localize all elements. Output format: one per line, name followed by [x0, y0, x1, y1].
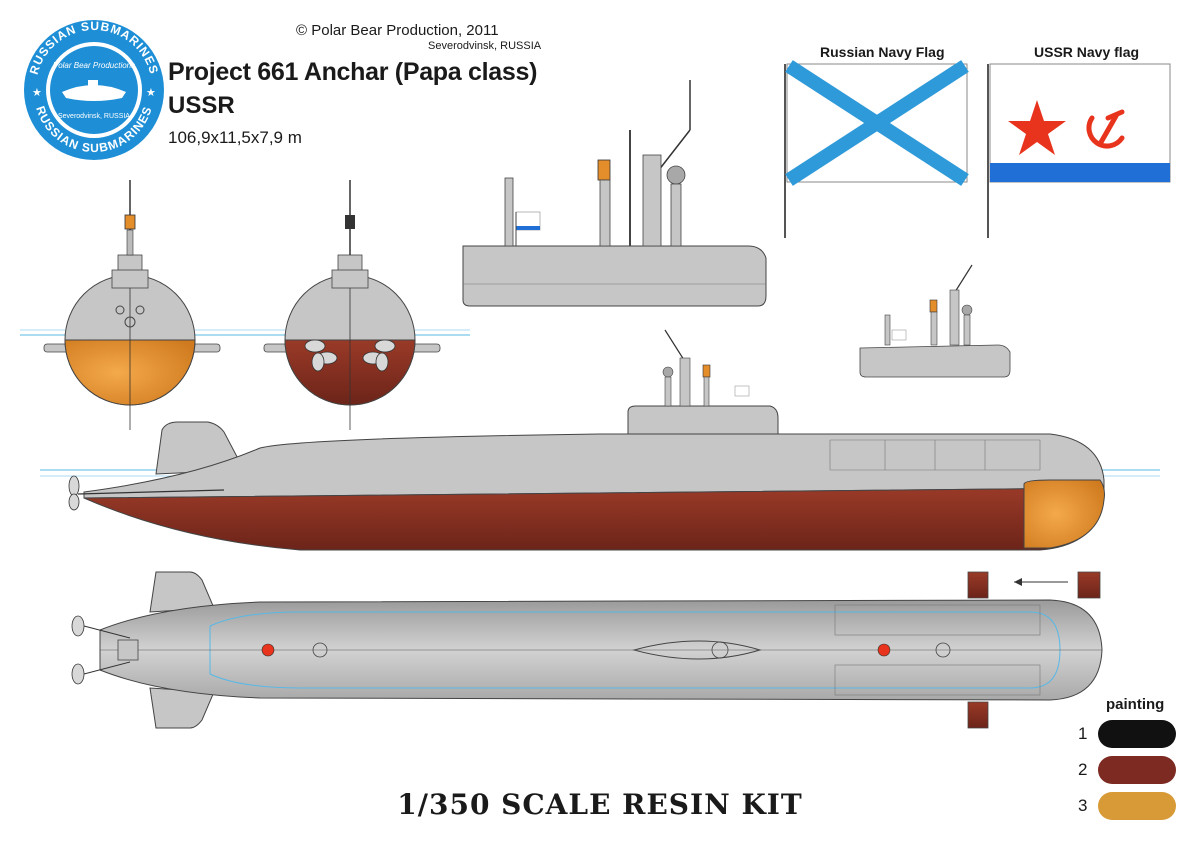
propeller-right-icon [362, 339, 396, 372]
russian-navy-flag [784, 60, 969, 238]
logo: RUSSIAN SUBMARINES RUSSIAN SUBMARINES Po… [24, 19, 164, 160]
sail-detail-small [859, 264, 1011, 378]
painting-label: painting [1106, 696, 1165, 713]
logo-star-right-icon: ★ [146, 87, 156, 99]
swatch-red [1098, 756, 1176, 784]
swatch-number-1: 1 [1078, 724, 1088, 743]
top-hatch-icon-2 [877, 643, 891, 657]
painting-swatches [1098, 720, 1176, 820]
top-view [71, 571, 1103, 729]
ussr-navy-flag [987, 63, 1171, 238]
page-title: Project 661 Anchar (Papa class) [168, 58, 538, 86]
top-hatch-icon [261, 643, 275, 657]
location-text: Severodvinsk, RUSSIA [428, 40, 542, 52]
front-view-bow [20, 180, 250, 430]
ussr-flag-stripe [990, 163, 1170, 182]
copyright-text: © Polar Bear Production, 2011 [296, 22, 499, 39]
side-profile [40, 329, 1160, 551]
dimensions-text: 106,9x11,5x7,9 m [168, 128, 302, 147]
swatch-black [1098, 720, 1176, 748]
swatch-number-2: 2 [1078, 760, 1088, 779]
country-text: USSR [168, 92, 235, 119]
side-propeller-icon [68, 475, 80, 511]
logo-inner-bottom: Severodvinsk, RUSSIA [58, 113, 130, 120]
swatch-orange [1098, 792, 1176, 820]
kit-title: 1/350 SCALE RESIN KIT [397, 788, 803, 821]
ussr-flag-label: USSR Navy flag [1034, 44, 1140, 60]
logo-submarine-icon [62, 85, 126, 101]
russian-flag-label: Russian Navy Flag [820, 44, 945, 60]
logo-inner-top: Polar Bear Productions [53, 61, 135, 70]
front-view-stern [250, 180, 470, 430]
swatch-number-3: 3 [1078, 796, 1088, 815]
propeller-left-icon [304, 339, 338, 372]
top-propellers-icon [71, 615, 85, 685]
red-star-icon [1008, 100, 1066, 155]
sail-detail-large [462, 80, 767, 307]
logo-star-left-icon: ★ [32, 87, 42, 99]
hammer-sickle-icon [1086, 109, 1125, 149]
